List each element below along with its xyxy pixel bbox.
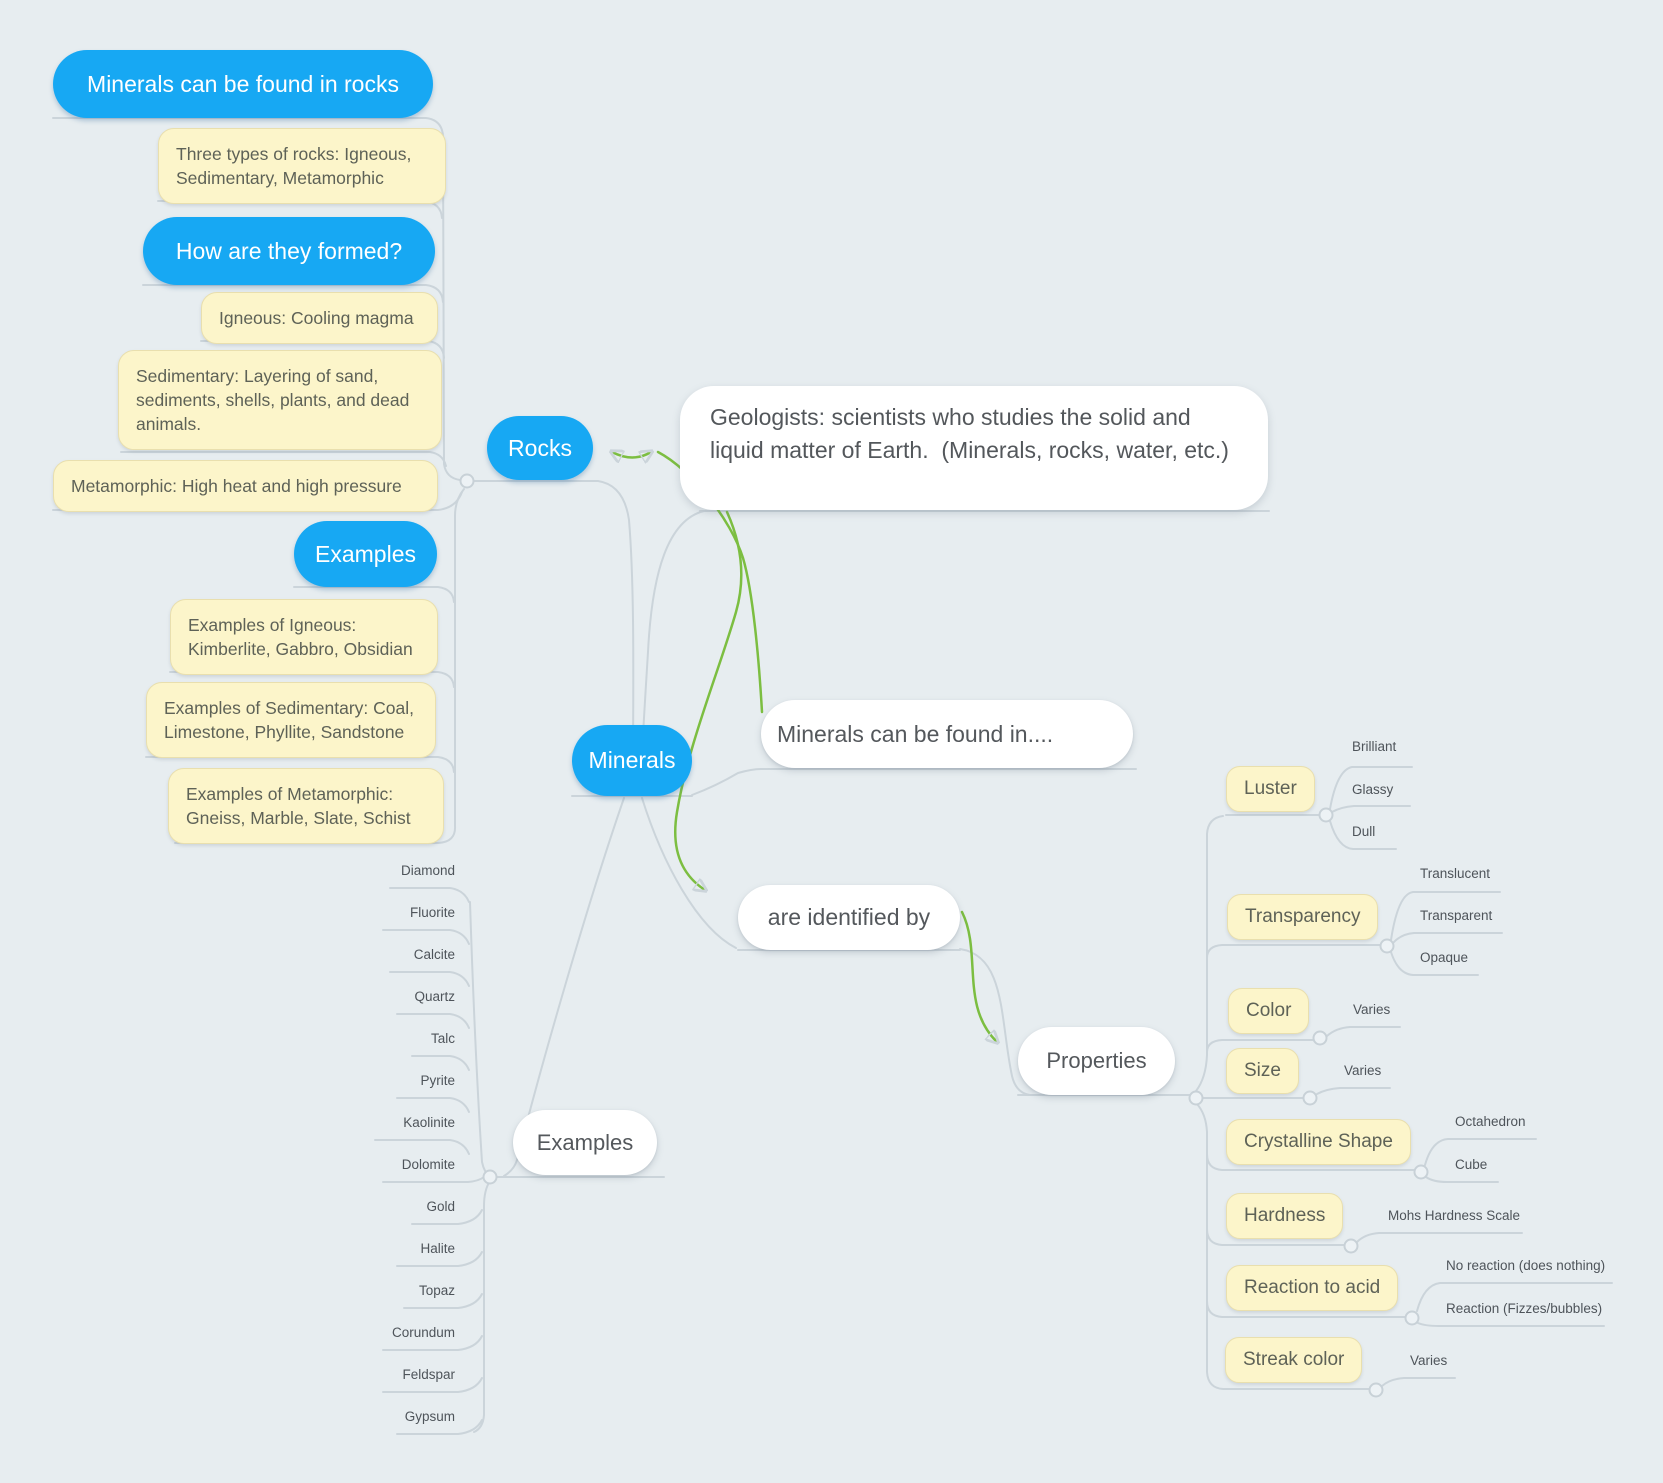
connector-line [411,1209,483,1225]
junction-dot [1343,1238,1359,1254]
arrow-to-identified-by [673,510,743,890]
node-are-identified-by[interactable]: are identified by [738,885,960,950]
connector-line [403,1293,483,1309]
property-value-label[interactable]: Varies [1344,1063,1382,1078]
connector-line [389,887,470,903]
junction-dot [1413,1164,1429,1180]
mineral-example-fluorite[interactable]: Fluorite [409,905,455,920]
note-examples-metamorphic[interactable]: Examples of Metamorphic: Gneiss, Marble,… [168,768,444,845]
mineral-example-gypsum[interactable]: Gypsum [404,1409,455,1424]
mineral-example-dolomite[interactable]: Dolomite [401,1157,455,1172]
node-how-are-they-formed[interactable]: How are they formed? [143,217,435,285]
node-minerals-found-in-rocks[interactable]: Minerals can be found in rocks [53,50,433,118]
node-property-hardness[interactable]: Hardness [1226,1193,1344,1239]
junction-dot [1404,1310,1420,1326]
property-value-label[interactable]: Glassy [1352,782,1394,797]
junction-dot [1379,938,1395,954]
arrow-to-properties [960,910,997,1042]
mineral-example-diamond[interactable]: Diamond [400,863,455,878]
property-value-label[interactable]: Cube [1455,1157,1488,1172]
node-property-crystalline-shape[interactable]: Crystalline Shape [1226,1119,1411,1165]
mineral-example-quartz[interactable]: Quartz [414,989,455,1004]
connector-line [374,1139,470,1155]
double-arrow-rocks [612,452,651,458]
property-value-label[interactable]: Reaction (Fizzes/bubbles) [1446,1301,1603,1316]
junction-dot [1312,1030,1328,1046]
note-three-types-of-rocks[interactable]: Three types of rocks: Igneous, Sedimenta… [158,128,446,205]
property-value-label[interactable]: Brilliant [1352,739,1397,754]
junction-dot [1302,1090,1318,1106]
mineral-example-corundum[interactable]: Corundum [391,1325,455,1340]
node-examples-minerals[interactable]: Examples [513,1110,657,1175]
connector-line [382,1176,485,1183]
node-property-color[interactable]: Color [1228,988,1310,1034]
node-minerals-found-in[interactable]: Minerals can be found in.... [761,700,1133,768]
note-sedimentary[interactable]: Sedimentary: Layering of sand, sediments… [118,350,442,451]
node-property-luster[interactable]: Luster [1226,766,1315,812]
junction-dot [1318,807,1334,823]
connector-line [382,929,470,945]
mineral-example-topaz[interactable]: Topaz [418,1283,455,1298]
property-value-label[interactable]: Mohs Hardness Scale [1388,1208,1521,1223]
node-rocks[interactable]: Rocks [487,416,593,480]
connector-line [382,1335,483,1351]
property-value-label[interactable]: No reaction (does nothing) [1446,1258,1606,1273]
connector-line [396,1419,483,1435]
property-value-label[interactable]: Translucent [1420,866,1491,881]
property-value-label[interactable]: Transparent [1420,908,1493,923]
property-value-label[interactable]: Varies [1410,1353,1448,1368]
property-value-label[interactable]: Opaque [1420,950,1469,965]
property-value-label[interactable]: Varies [1353,1002,1391,1017]
note-examples-sedimentary[interactable]: Examples of Sedimentary: Coal, Limestone… [146,682,436,759]
connector-line [396,1097,470,1113]
grey-connectors [52,117,1613,1435]
connector-line [382,1377,483,1393]
node-geologists-definition[interactable]: Geologists: scientists who studies the s… [680,386,1268,510]
note-examples-igneous[interactable]: Examples of Igneous: Kimberlite, Gabbro,… [170,599,438,676]
green-relationship-arrows [612,452,997,1042]
property-value-label[interactable]: Dull [1352,824,1376,839]
mineral-example-halite[interactable]: Halite [420,1241,455,1256]
node-minerals[interactable]: Minerals [572,725,692,796]
node-property-size[interactable]: Size [1226,1048,1299,1094]
property-value-label[interactable]: Octahedron [1455,1114,1526,1129]
junction-dot [459,473,475,489]
node-properties[interactable]: Properties [1018,1027,1175,1095]
mineral-example-kaolinite[interactable]: Kaolinite [403,1115,455,1130]
node-property-streak-color[interactable]: Streak color [1225,1337,1363,1383]
mineral-example-feldspar[interactable]: Feldspar [402,1367,455,1382]
mineral-example-gold[interactable]: Gold [426,1199,455,1214]
mineral-example-pyrite[interactable]: Pyrite [420,1073,455,1088]
junction-dot [1188,1090,1204,1106]
connector-line [396,1251,483,1267]
note-metamorphic[interactable]: Metamorphic: High heat and high pressure [53,460,438,513]
connector-line [389,971,470,987]
connector-line [411,1055,470,1071]
junction-dot [482,1169,498,1185]
node-property-reaction-to-acid[interactable]: Reaction to acid [1226,1265,1399,1311]
node-property-transparency[interactable]: Transparency [1227,894,1379,940]
junction-dot [1368,1382,1384,1398]
mineral-example-calcite[interactable]: Calcite [413,947,455,962]
mineral-example-talc[interactable]: Talc [430,1031,455,1046]
connector-line [396,1013,470,1029]
branch-junctions [459,473,1429,1398]
node-examples-rocks[interactable]: Examples [294,521,437,587]
note-igneous[interactable]: Igneous: Cooling magma [201,292,438,345]
